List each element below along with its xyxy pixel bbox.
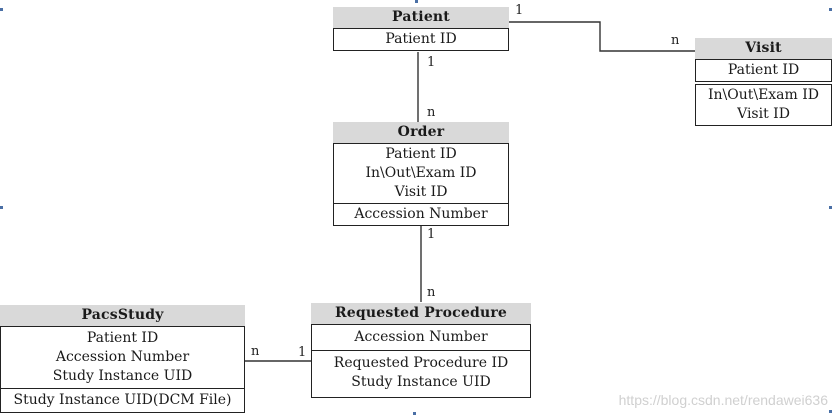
- entity-pacs-study-keys: Patient ID Accession Number Study Instan…: [0, 326, 245, 389]
- entity-patient[interactable]: Patient Patient ID: [333, 7, 509, 51]
- selection-handle[interactable]: [829, 8, 832, 11]
- cardinality-label: 1: [515, 3, 524, 18]
- field: Patient ID: [385, 146, 457, 162]
- entity-pacs-study-title: PacsStudy: [0, 305, 245, 326]
- cardinality-label: 1: [427, 55, 436, 70]
- cardinality-label: 1: [298, 345, 307, 360]
- field: Study Instance UID: [351, 374, 491, 390]
- field: Study Instance UID: [52, 368, 193, 384]
- entity-patient-keys: Patient ID: [333, 28, 509, 51]
- entity-visit-attributes: In\Out\Exam ID Visit ID: [695, 84, 832, 126]
- field: Accession Number: [354, 329, 488, 345]
- entity-requested-procedure-keys: Accession Number: [311, 324, 531, 351]
- entity-order-attributes: Accession Number: [333, 204, 509, 226]
- entity-visit[interactable]: Visit Patient ID In\Out\Exam ID Visit ID: [695, 38, 832, 126]
- selection-handle[interactable]: [829, 206, 832, 209]
- entity-requested-procedure-title: Requested Procedure: [311, 303, 531, 324]
- patient-visit-line: [509, 21, 696, 52]
- selection-handle[interactable]: [413, 412, 416, 415]
- field: Patient ID: [86, 330, 159, 346]
- cardinality-label: n: [427, 105, 436, 120]
- field: In\Out\Exam ID: [707, 87, 820, 103]
- entity-visit-keys: Patient ID: [695, 59, 832, 82]
- cardinality-label: n: [671, 33, 680, 48]
- entity-pacs-study[interactable]: PacsStudy Patient ID Accession Number St…: [0, 305, 245, 413]
- field: Patient ID: [727, 62, 800, 78]
- cardinality-label: n: [427, 285, 436, 300]
- field: Study Instance UID(DCM File): [13, 392, 232, 408]
- entity-order-keys: Patient ID In\Out\Exam ID Visit ID: [333, 143, 509, 204]
- entity-visit-title: Visit: [695, 38, 832, 59]
- field: Visit ID: [737, 106, 790, 122]
- entity-pacs-study-attributes: Study Instance UID(DCM File): [0, 389, 245, 413]
- cardinality-label: 1: [427, 227, 436, 242]
- entity-requested-procedure-attributes: Requested Procedure ID Study Instance UI…: [311, 351, 531, 398]
- entity-patient-title: Patient: [333, 7, 509, 28]
- selection-handle[interactable]: [415, 0, 418, 3]
- selection-handle[interactable]: [0, 8, 3, 11]
- entity-requested-procedure[interactable]: Requested Procedure Accession Number Req…: [311, 303, 531, 398]
- selection-handle[interactable]: [829, 410, 832, 413]
- field: Visit ID: [394, 184, 448, 200]
- field: Requested Procedure ID: [333, 355, 509, 371]
- field: Accession Number: [55, 349, 190, 365]
- entity-order[interactable]: Order Patient ID In\Out\Exam ID Visit ID…: [333, 122, 509, 226]
- selection-handle[interactable]: [0, 206, 3, 209]
- field: Accession Number: [354, 206, 488, 222]
- watermark: https://blog.csdn.net/rendawei636: [618, 392, 828, 408]
- field: In\Out\Exam ID: [365, 165, 477, 181]
- cardinality-label: n: [251, 344, 260, 359]
- entity-order-title: Order: [333, 122, 509, 143]
- field: Patient ID: [385, 31, 457, 47]
